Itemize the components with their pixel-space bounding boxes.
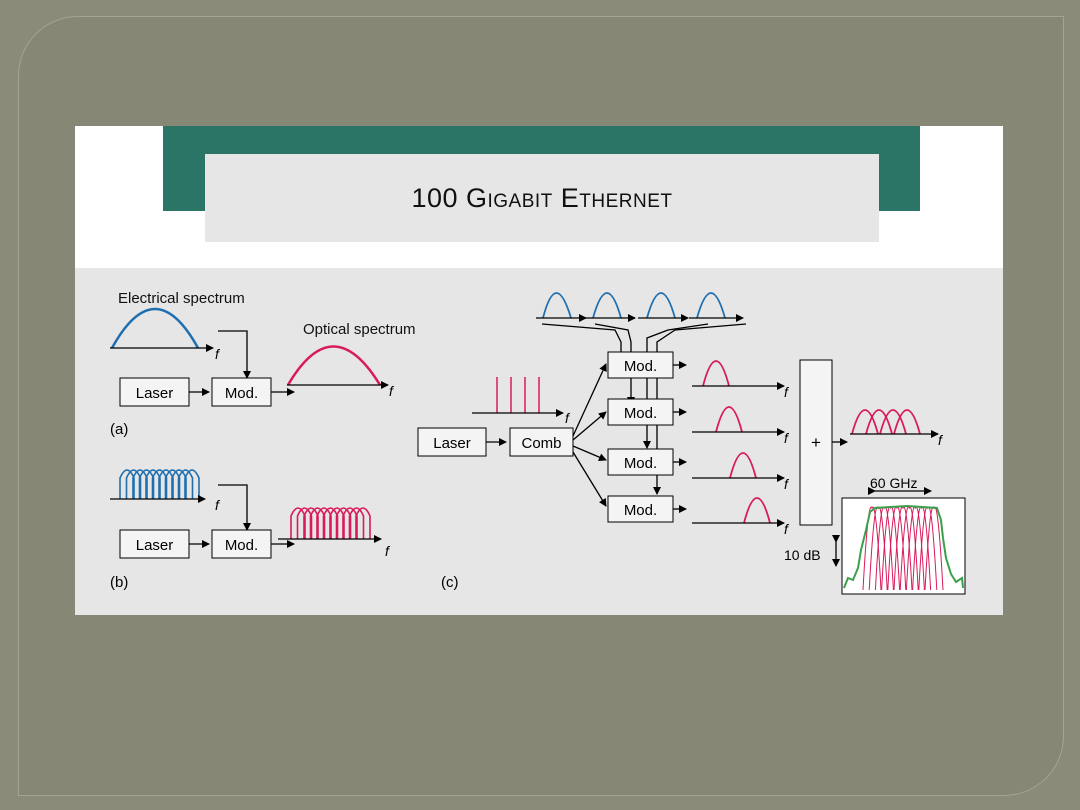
svg-text:Mod.: Mod. [624,405,657,422]
slide: 100 Gigabit Ethernet Electrical spectrum… [75,126,1003,615]
mod-label-b: Mod. [225,537,258,554]
panel-b-label: (b) [110,574,128,591]
svg-text:Mod.: Mod. [624,455,657,472]
electrical-spectra-c [536,292,744,322]
slide-title: 100 Gigabit Ethernet [411,182,673,213]
electrical-spectrum-comb-b [119,469,200,499]
blue-comb-arch [132,469,148,499]
mod-label-a: Mod. [225,385,258,402]
red-comb-arch [309,507,326,539]
measured-envelope [843,504,964,589]
red-comb-arch [303,507,319,539]
signal-arrow-a [218,330,251,379]
blue-comb-arch [177,469,194,499]
svg-text:Mod.: Mod. [624,358,657,375]
modulator-2: Mod. [607,398,674,426]
f-label-b1: f [215,497,221,513]
f-axes-c [692,382,785,527]
bandwidth-label: 60 GHz [870,475,917,491]
blue-comb-arch [138,469,155,499]
red-comb-arch [322,507,339,539]
modulator-4: Mod. [607,495,674,523]
blue-comb-arch [184,469,200,499]
comb-label: Comb [521,435,561,452]
f-label-a1: f [215,346,221,362]
panel-a-label: (a) [110,421,128,438]
combiner-box [799,359,833,526]
modulator-outputs [673,361,687,513]
f-label-b2: f [385,543,391,559]
red-comb-arch [296,507,313,539]
blue-comb-arch [158,469,174,499]
laser-label-a: Laser [136,385,174,402]
red-comb-arch [329,507,345,539]
panel-c-label: (c) [441,574,459,591]
red-comb-arch [342,507,358,539]
db-label: 10 dB [784,547,821,563]
modulator-1: Mod. [607,351,674,379]
blue-comb-arch [145,469,161,499]
blue-comb-arch [151,469,168,499]
f-label-combined: f [938,432,944,448]
red-comb-arch [316,507,332,539]
optical-spectrum-comb-b [290,507,371,539]
optical-spectrum-label: Optical spectrum [303,321,416,338]
comb-fanout-arrows [572,363,607,507]
diagram-svg: Electrical spectrum f Optical spectrum f… [110,290,966,595]
f-label-c1: f [784,384,790,400]
red-comb-arch [290,507,306,539]
f-label-c3: f [784,476,790,492]
blue-comb-arch [125,469,142,499]
blue-comb-arch [119,469,135,499]
red-comb-arch [335,507,352,539]
signal-arrow-b [218,484,251,531]
blue-comb-arch [164,469,181,499]
optical-spectrum-curve-a [286,345,382,386]
optical-spectra-c [702,360,771,524]
laser-box-a [119,377,190,407]
mod-box-b [211,529,272,559]
laser-label-c: Laser [433,435,471,452]
modulator-3: Mod. [607,448,674,476]
comb-box [509,427,574,457]
f-label-c2: f [784,430,790,446]
laser-label-b: Laser [136,537,174,554]
svg-text:Mod.: Mod. [624,502,657,519]
blue-comb-arch [171,469,187,499]
electrical-spectrum-label: Electrical spectrum [118,290,245,307]
red-comb-arch [355,507,371,539]
diagram-figure: Electrical spectrum f Optical spectrum f… [75,268,1003,615]
combined-spectrum [851,409,921,435]
comb-lines-c [496,377,540,413]
title-box: 100 Gigabit Ethernet [205,154,879,242]
f-label-comb: f [565,410,571,426]
red-comb-arch [348,507,365,539]
electrical-spectrum-curve-a [110,307,200,349]
f-label-c4: f [784,521,790,537]
f-label-a2: f [389,383,395,399]
combiner-plus: + [811,433,821,452]
